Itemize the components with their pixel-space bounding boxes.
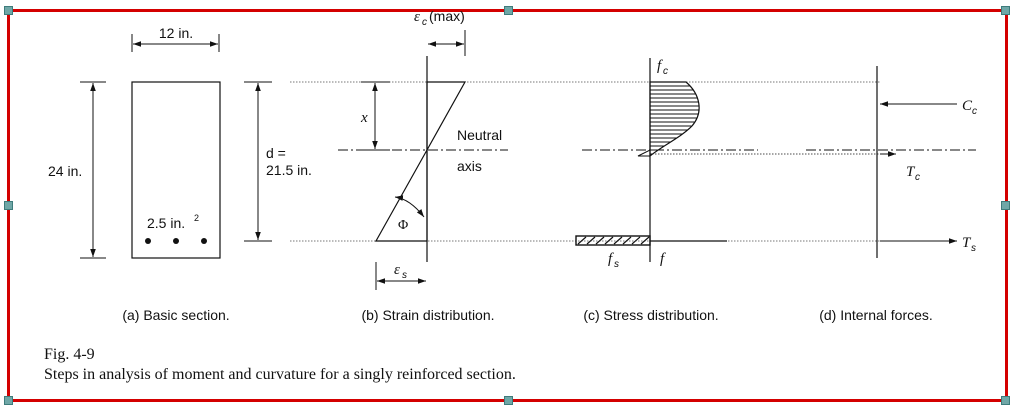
resize-handle-mid-right[interactable] bbox=[1001, 201, 1010, 210]
panel-b-strain-distribution: ε c (max) x Neutral axis Φ ε s (b) Strai… bbox=[360, 8, 502, 323]
concrete-tension-sliver bbox=[637, 149, 651, 157]
max-strain-suffix: (max) bbox=[429, 8, 465, 24]
resize-handle-bottom-right[interactable] bbox=[1001, 396, 1010, 405]
steel-stress-block bbox=[575, 235, 651, 246]
figure-number: Fig. 4-9 bbox=[44, 346, 95, 363]
steel-stress-symbol: f bbox=[608, 251, 614, 267]
rebar-dot bbox=[201, 238, 207, 244]
height-label: 24 in. bbox=[48, 163, 82, 179]
rebar-dot bbox=[145, 238, 151, 244]
beam-section-rect bbox=[131, 81, 221, 259]
neutral-axis-label-line1: Neutral bbox=[457, 127, 502, 143]
rebar-dot bbox=[173, 238, 179, 244]
steel-strain-symbol: ε bbox=[394, 262, 400, 278]
steel-tension-symbol: T bbox=[962, 235, 972, 251]
concrete-tension-subscript: c bbox=[915, 172, 920, 183]
panel-d-internal-forces: C c T c T s (d) Internal forces. bbox=[652, 66, 977, 323]
steel-area-exponent: 2 bbox=[194, 213, 199, 223]
neutral-depth-x-label: x bbox=[360, 110, 368, 126]
resize-handle-top-mid[interactable] bbox=[504, 6, 513, 15]
depth-label-line1: d = bbox=[266, 145, 286, 161]
compression-force-subscript: c bbox=[972, 106, 977, 117]
concrete-stress-block bbox=[649, 81, 700, 158]
figure-caption: Fig. 4-9 Steps in analysis of moment and… bbox=[44, 345, 516, 385]
width-label: 12 in. bbox=[159, 25, 193, 41]
stress-axis-label: f bbox=[660, 251, 666, 267]
panel-a-title: (a) Basic section. bbox=[122, 307, 229, 323]
resize-handle-bottom-left[interactable] bbox=[4, 396, 13, 405]
figure-caption-text: Steps in analysis of moment and curvatur… bbox=[44, 366, 516, 383]
panel-c-title: (c) Stress distribution. bbox=[583, 307, 718, 323]
depth-label-line2: 21.5 in. bbox=[266, 162, 312, 178]
neutral-axis-label-line2: axis bbox=[457, 158, 482, 174]
steel-tension-subscript: s bbox=[971, 243, 976, 254]
concrete-stress-symbol: f bbox=[657, 58, 663, 74]
panel-c-stress-distribution: f c f s f (c) Stress distribution. bbox=[575, 58, 727, 323]
curvature-arc bbox=[394, 195, 425, 218]
steel-stress-subscript: s bbox=[614, 259, 619, 270]
resize-handle-top-left[interactable] bbox=[4, 6, 13, 15]
curvature-phi-label: Φ bbox=[398, 218, 408, 233]
concrete-stress-subscript: c bbox=[663, 66, 668, 77]
compression-force-symbol: C bbox=[962, 98, 973, 114]
panel-d-title: (d) Internal forces. bbox=[819, 307, 933, 323]
panel-a-basic-section: 12 in. 24 in. d = 21.5 in. 2.5 in. 2 (a)… bbox=[48, 25, 312, 323]
panel-b-title: (b) Strain distribution. bbox=[361, 307, 494, 323]
resize-handle-bottom-mid[interactable] bbox=[504, 396, 513, 405]
resize-handle-mid-left[interactable] bbox=[4, 201, 13, 210]
max-strain-subscript: c bbox=[422, 17, 427, 28]
max-strain-symbol: ε bbox=[414, 9, 420, 25]
steel-area-label: 2.5 in. bbox=[147, 215, 185, 231]
steel-strain-subscript: s bbox=[402, 270, 407, 281]
concrete-tension-symbol: T bbox=[906, 164, 916, 180]
compression-strain-triangle bbox=[426, 81, 467, 153]
resize-handle-top-right[interactable] bbox=[1001, 6, 1010, 15]
